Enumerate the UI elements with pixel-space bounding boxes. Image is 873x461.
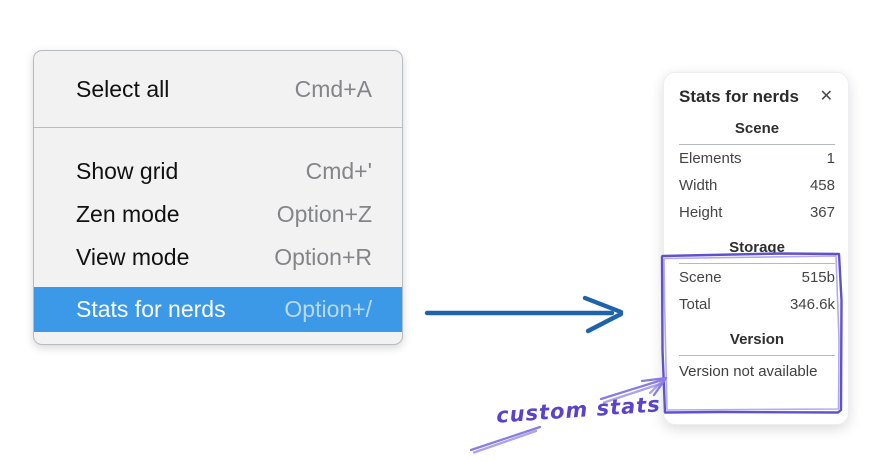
- stat-row-total-storage: Total 346.6k: [679, 291, 835, 318]
- menu-item-zen-mode[interactable]: Zen mode Option+Z: [34, 193, 402, 236]
- stat-value: 367: [809, 204, 835, 221]
- section-heading: Storage: [679, 239, 835, 264]
- stat-row-width: Width 458: [679, 172, 835, 199]
- menu-item-label: Show grid: [76, 158, 179, 184]
- menu-item-shortcut: Cmd+A: [294, 75, 372, 102]
- menu-separator: [34, 127, 402, 128]
- custom-stats-label: custom stats: [495, 392, 662, 428]
- stats-panel: Stats for nerds ✕ Scene Elements 1 Width…: [663, 72, 849, 425]
- menu-item-label: Stats for nerds: [76, 296, 226, 322]
- stat-label: Total: [679, 296, 711, 313]
- stat-label: Elements: [679, 150, 742, 167]
- menu-item-shortcut: Option+Z: [276, 201, 372, 227]
- section-heading: Version: [679, 331, 835, 356]
- close-button[interactable]: ✕: [818, 87, 835, 107]
- menu-group-top: Select all Cmd+A: [34, 51, 402, 127]
- stat-row-height: Height 367: [679, 199, 835, 226]
- close-icon: ✕: [819, 88, 833, 105]
- stats-section-storage: Storage Scene 515b Total 346.6k: [679, 239, 835, 318]
- stat-row-elements: Elements 1: [679, 145, 835, 172]
- menu-item-shortcut: Option+/: [284, 296, 372, 322]
- section-heading: Scene: [679, 120, 835, 145]
- stat-value: 1: [826, 150, 835, 167]
- menu-item-label: View mode: [76, 244, 190, 270]
- context-menu: Select all Cmd+A Show grid Cmd+' Zen mod…: [33, 50, 403, 345]
- stat-label: Scene: [679, 269, 722, 286]
- stats-panel-header: Stats for nerds ✕: [679, 87, 835, 107]
- menu-item-stats-for-nerds[interactable]: Stats for nerds Option+/: [34, 287, 402, 332]
- menu-item-label: Zen mode: [76, 201, 180, 227]
- menu-item-label: Select all: [76, 75, 170, 102]
- stat-label: Height: [679, 204, 723, 221]
- menu-item-show-grid[interactable]: Show grid Cmd+': [34, 150, 402, 193]
- menu-group-bottom: Show grid Cmd+' Zen mode Option+Z View m…: [34, 128, 402, 344]
- stat-value: 515b: [801, 269, 835, 286]
- menu-item-view-mode[interactable]: View mode Option+R: [34, 236, 402, 279]
- menu-item-shortcut: Cmd+': [305, 158, 372, 184]
- pointer-arrow: [424, 295, 624, 334]
- stat-row-scene-storage: Scene 515b: [679, 264, 835, 291]
- version-note: Version not available: [679, 363, 818, 380]
- stat-value: 458: [809, 177, 835, 194]
- stat-label: Width: [679, 177, 718, 194]
- stats-section-scene: Scene Elements 1 Width 458 Height 367: [679, 120, 835, 226]
- stats-panel-title: Stats for nerds: [679, 87, 799, 106]
- custom-stats-underline-stroke: [469, 425, 542, 454]
- stat-value: 346.6k: [789, 296, 835, 313]
- menu-item-select-all[interactable]: Select all Cmd+A: [34, 51, 402, 127]
- stats-section-version: Version Version not available: [679, 331, 835, 380]
- menu-item-shortcut: Option+R: [274, 244, 372, 270]
